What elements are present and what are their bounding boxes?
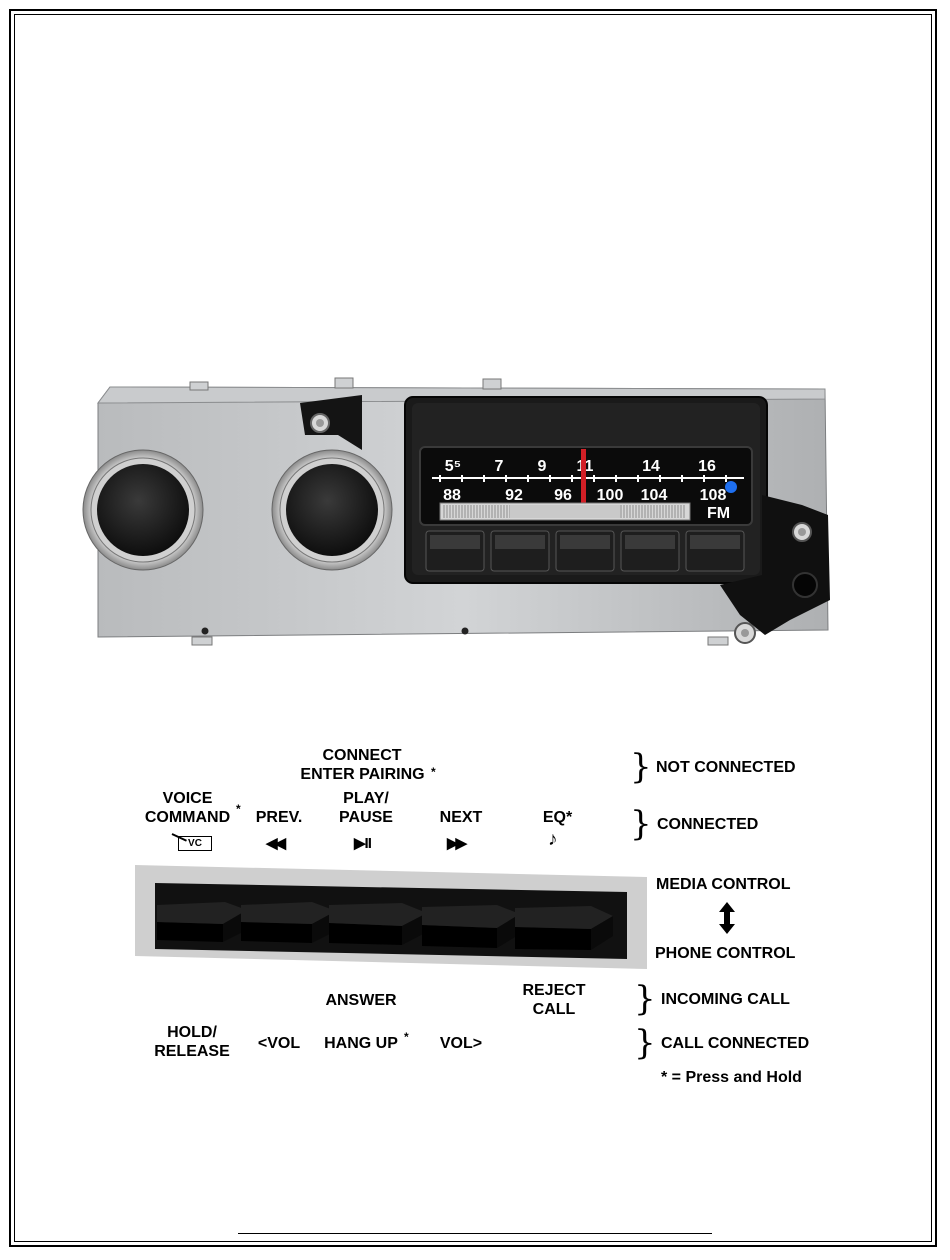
fm-scale-label: 108 xyxy=(700,487,727,504)
call-label: CALL xyxy=(510,1000,598,1019)
am-scale-label: 9 xyxy=(538,458,547,475)
vc-icon: VC xyxy=(172,830,216,852)
fm-scale-label: 104 xyxy=(641,487,668,504)
am-scale-label: 7 xyxy=(495,458,504,475)
tuning-knob xyxy=(272,450,392,570)
answer-label: ANSWER xyxy=(313,991,409,1010)
fm-scale-label: 100 xyxy=(597,487,624,504)
vol-down-label: <VOL xyxy=(250,1034,308,1053)
diagram-button-2 xyxy=(241,902,336,943)
diagram-button-1 xyxy=(157,902,247,942)
pause-label: PAUSE xyxy=(330,808,402,827)
dial-pointer xyxy=(581,449,586,504)
voice-label: VOICE xyxy=(140,789,235,808)
band-label: FM xyxy=(707,505,730,522)
connected-label: CONNECTED xyxy=(657,815,758,834)
brace-not-connected: } xyxy=(630,750,652,784)
reject-label: REJECT xyxy=(510,981,598,1000)
am-scale-label: 14 xyxy=(642,458,660,475)
media-control-label: MEDIA CONTROL xyxy=(656,875,791,894)
stereo-indicator xyxy=(725,481,737,493)
connect-label: CONNECT xyxy=(300,746,424,765)
bottom-rule xyxy=(238,1233,712,1234)
call-connected-label: CALL CONNECTED xyxy=(661,1034,819,1053)
up-down-arrow-icon xyxy=(718,902,736,934)
hold-label: HOLD/ xyxy=(150,1023,234,1042)
radio-preset-buttons xyxy=(426,531,744,571)
command-label: COMMAND xyxy=(135,808,240,827)
voice-command-asterisk: * xyxy=(236,802,241,816)
next-label: NEXT xyxy=(428,808,494,827)
am-scale-label: 16 xyxy=(698,458,716,475)
vol-up-label: VOL> xyxy=(430,1034,492,1053)
brace-incoming-call: } xyxy=(634,982,656,1016)
enter-pairing-label: ENTER PAIRING xyxy=(285,765,440,784)
phone-control-label: PHONE CONTROL xyxy=(655,944,795,963)
diagram-button-4 xyxy=(422,905,520,948)
fm-scale-label: 92 xyxy=(505,487,523,504)
volume-knob xyxy=(83,450,203,570)
next-icon: ▶▶ xyxy=(447,836,464,852)
eq-label: EQ* xyxy=(530,808,585,827)
am-scale-label: 5⁵ xyxy=(445,458,461,475)
hang-up-label: HANG UP xyxy=(316,1034,406,1053)
fm-scale-label: 88 xyxy=(443,487,461,504)
play-pause-icon: ▶II xyxy=(354,836,371,852)
fm-scale-label: 96 xyxy=(554,487,572,504)
preset-button-diagram xyxy=(135,865,650,970)
prev-label: PREV. xyxy=(248,808,310,827)
press-and-hold-footnote: * = Press and Hold xyxy=(661,1068,802,1087)
prev-icon: ◀◀ xyxy=(266,836,283,852)
brace-call-connected: } xyxy=(634,1026,656,1060)
hang-up-asterisk: * xyxy=(404,1030,409,1044)
not-connected-label: NOT CONNECTED xyxy=(656,758,796,777)
eq-note-icon: ♪ xyxy=(548,832,555,848)
enter-pairing-asterisk: * xyxy=(431,765,436,779)
diagram-button-3 xyxy=(329,903,427,945)
release-label: RELEASE xyxy=(142,1042,242,1061)
incoming-call-label: INCOMING CALL xyxy=(661,990,790,1009)
play-label: PLAY/ xyxy=(330,789,402,808)
brace-connected: } xyxy=(630,807,652,841)
diagram-button-5 xyxy=(515,906,613,950)
